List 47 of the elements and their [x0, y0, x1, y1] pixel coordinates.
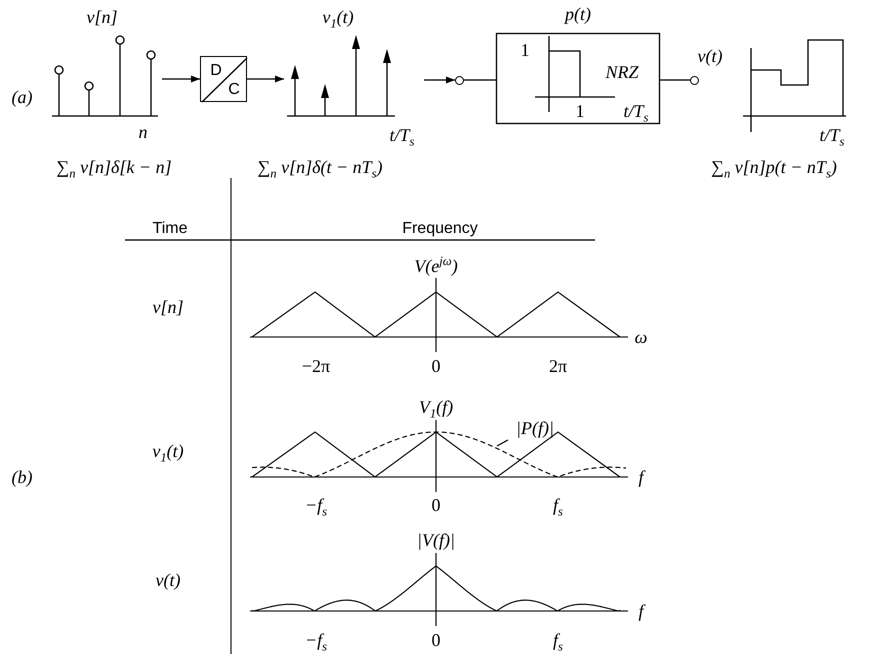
tick-label: −f$_{s}$ — [304, 496, 328, 514]
arrow — [247, 76, 284, 82]
formula: ∑$_{n}$ v[n]δ(t − nT$_{s}$) — [257, 158, 383, 176]
leader-line — [496, 439, 508, 447]
axis-title: V(e$^{jω}$) — [414, 257, 458, 275]
axis-label: ω — [634, 328, 648, 346]
tick-label: −2π — [302, 357, 330, 375]
row-label: v[n] — [152, 298, 184, 316]
axis-title: V$_{1}$(f) — [418, 398, 454, 416]
axis-title: |V(f)| — [417, 531, 455, 549]
port-circle — [690, 76, 699, 85]
axis-label: f — [638, 468, 644, 486]
axis-label: t/T$_{s}$ — [390, 126, 414, 144]
column-header: Frequency — [402, 221, 478, 237]
connector-line — [464, 79, 496, 81]
column-header: Time — [152, 221, 188, 237]
tick-label: 0 — [432, 496, 440, 514]
formula: ∑$_{n}$ v[n]p(t − nT$_{s}$) — [711, 158, 837, 176]
tick-label: f$_{s}$ — [553, 631, 563, 649]
curve-label: |P(f)| — [516, 419, 554, 437]
block-label: C — [228, 82, 240, 98]
block-title: p(t) — [565, 5, 591, 23]
axis-label: t/T$_{s}$ — [624, 102, 648, 120]
arrow — [162, 76, 200, 82]
axis-label: f — [638, 602, 644, 620]
tick-label: 0 — [432, 357, 440, 375]
signal-label: v[n] — [86, 8, 118, 26]
formula: ∑$_{n}$ v[n]δ[k − n] — [56, 158, 172, 176]
panel-label: (b) — [12, 468, 32, 486]
tick-label: 0 — [432, 631, 440, 649]
block-label: NRZ — [606, 63, 638, 81]
signal-label: v(t) — [698, 47, 722, 65]
signal-label: v$_{1}$(t) — [322, 8, 354, 26]
panel-label: (a) — [12, 88, 32, 106]
row-label: v$_{1}$(t) — [152, 442, 184, 460]
axis-label: 1 — [576, 102, 584, 120]
axis-label: 1 — [520, 41, 530, 59]
row-label: v(t) — [156, 571, 180, 589]
block-label: D — [210, 63, 222, 79]
port-circle — [455, 76, 464, 85]
tick-label: f$_{s}$ — [553, 496, 563, 514]
arrow — [424, 76, 455, 84]
connector-line — [660, 79, 690, 81]
axis-label: n — [138, 123, 148, 141]
axis-label: t/T$_{s}$ — [820, 126, 844, 144]
tick-label: −f$_{s}$ — [304, 631, 328, 649]
tick-label: 2π — [548, 357, 568, 375]
